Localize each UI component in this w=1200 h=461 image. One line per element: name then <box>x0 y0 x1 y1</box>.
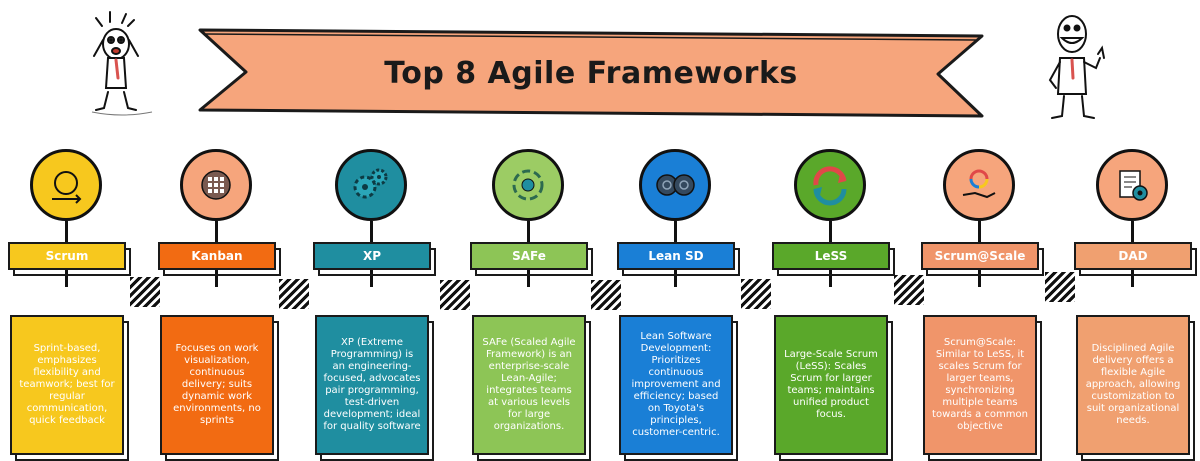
hatch-decoration <box>894 275 924 305</box>
hatch-decoration <box>440 280 470 310</box>
hand-cycle-icon <box>943 149 1015 221</box>
page-title: Top 8 Agile Frameworks <box>384 55 798 91</box>
framework-lean-sd: Lean SD Lean Software Development: Prior… <box>617 145 747 461</box>
stressed-figure-illustration <box>91 11 153 116</box>
framework-label: DAD <box>1074 242 1192 270</box>
hatch-decoration <box>279 279 309 309</box>
framework-dad: DAD Disciplined Agile delivery offers a … <box>1074 145 1200 461</box>
framework-description: XP (Extreme Programming) is an engineeri… <box>315 315 429 455</box>
framework-description: Disciplined Agile delivery offers a flex… <box>1076 315 1190 455</box>
hatch-decoration <box>130 277 160 307</box>
framework-label: Scrum <box>8 242 126 270</box>
framework-scrum: Scrum Sprint-based, emphasizes flexibili… <box>8 145 138 461</box>
framework-xp: XP XP (Extreme Programming) is an engine… <box>313 145 443 461</box>
hatch-decoration <box>591 280 621 310</box>
happy-figure-illustration <box>1048 15 1105 119</box>
brain-gears-icon <box>639 149 711 221</box>
framework-less: LeSS Large-Scale Scrum (LeSS): Scales Sc… <box>772 145 902 461</box>
scaled-cycle-icon <box>492 149 564 221</box>
hatch-decoration <box>1045 272 1075 302</box>
framework-label: Scrum@Scale <box>921 242 1039 270</box>
framework-description: Sprint-based, emphasizes flexibility and… <box>10 315 124 455</box>
framework-description: SAFe (Scaled Agile Framework) is an ente… <box>472 315 586 455</box>
refresh-arrows-icon <box>794 149 866 221</box>
gears-icon <box>335 149 407 221</box>
framework-label: Lean SD <box>617 242 735 270</box>
framework-description: Large-Scale Scrum (LeSS): Scales Scrum f… <box>774 315 888 455</box>
hatch-decoration <box>741 279 771 309</box>
kanban-board-icon <box>180 149 252 221</box>
framework-label: XP <box>313 242 431 270</box>
framework-scrum-at-scale: Scrum@Scale Scrum@Scale: Similar to LeSS… <box>921 145 1051 461</box>
framework-description: Scrum@Scale: Similar to LeSS, it scales … <box>923 315 1037 455</box>
scrum-cycle-icon <box>30 149 102 221</box>
framework-label: LeSS <box>772 242 890 270</box>
framework-description: Lean Software Development: Prioritizes c… <box>619 315 733 455</box>
framework-kanban: Kanban Focuses on work visualization, co… <box>158 145 288 461</box>
framework-safe: SAFe SAFe (Scaled Agile Framework) is an… <box>470 145 600 461</box>
document-eye-icon <box>1096 149 1168 221</box>
framework-label: SAFe <box>470 242 588 270</box>
framework-label: Kanban <box>158 242 276 270</box>
title-banner: Top 8 Agile Frameworks <box>196 24 986 122</box>
framework-description: Focuses on work visualization, continuou… <box>160 315 274 455</box>
